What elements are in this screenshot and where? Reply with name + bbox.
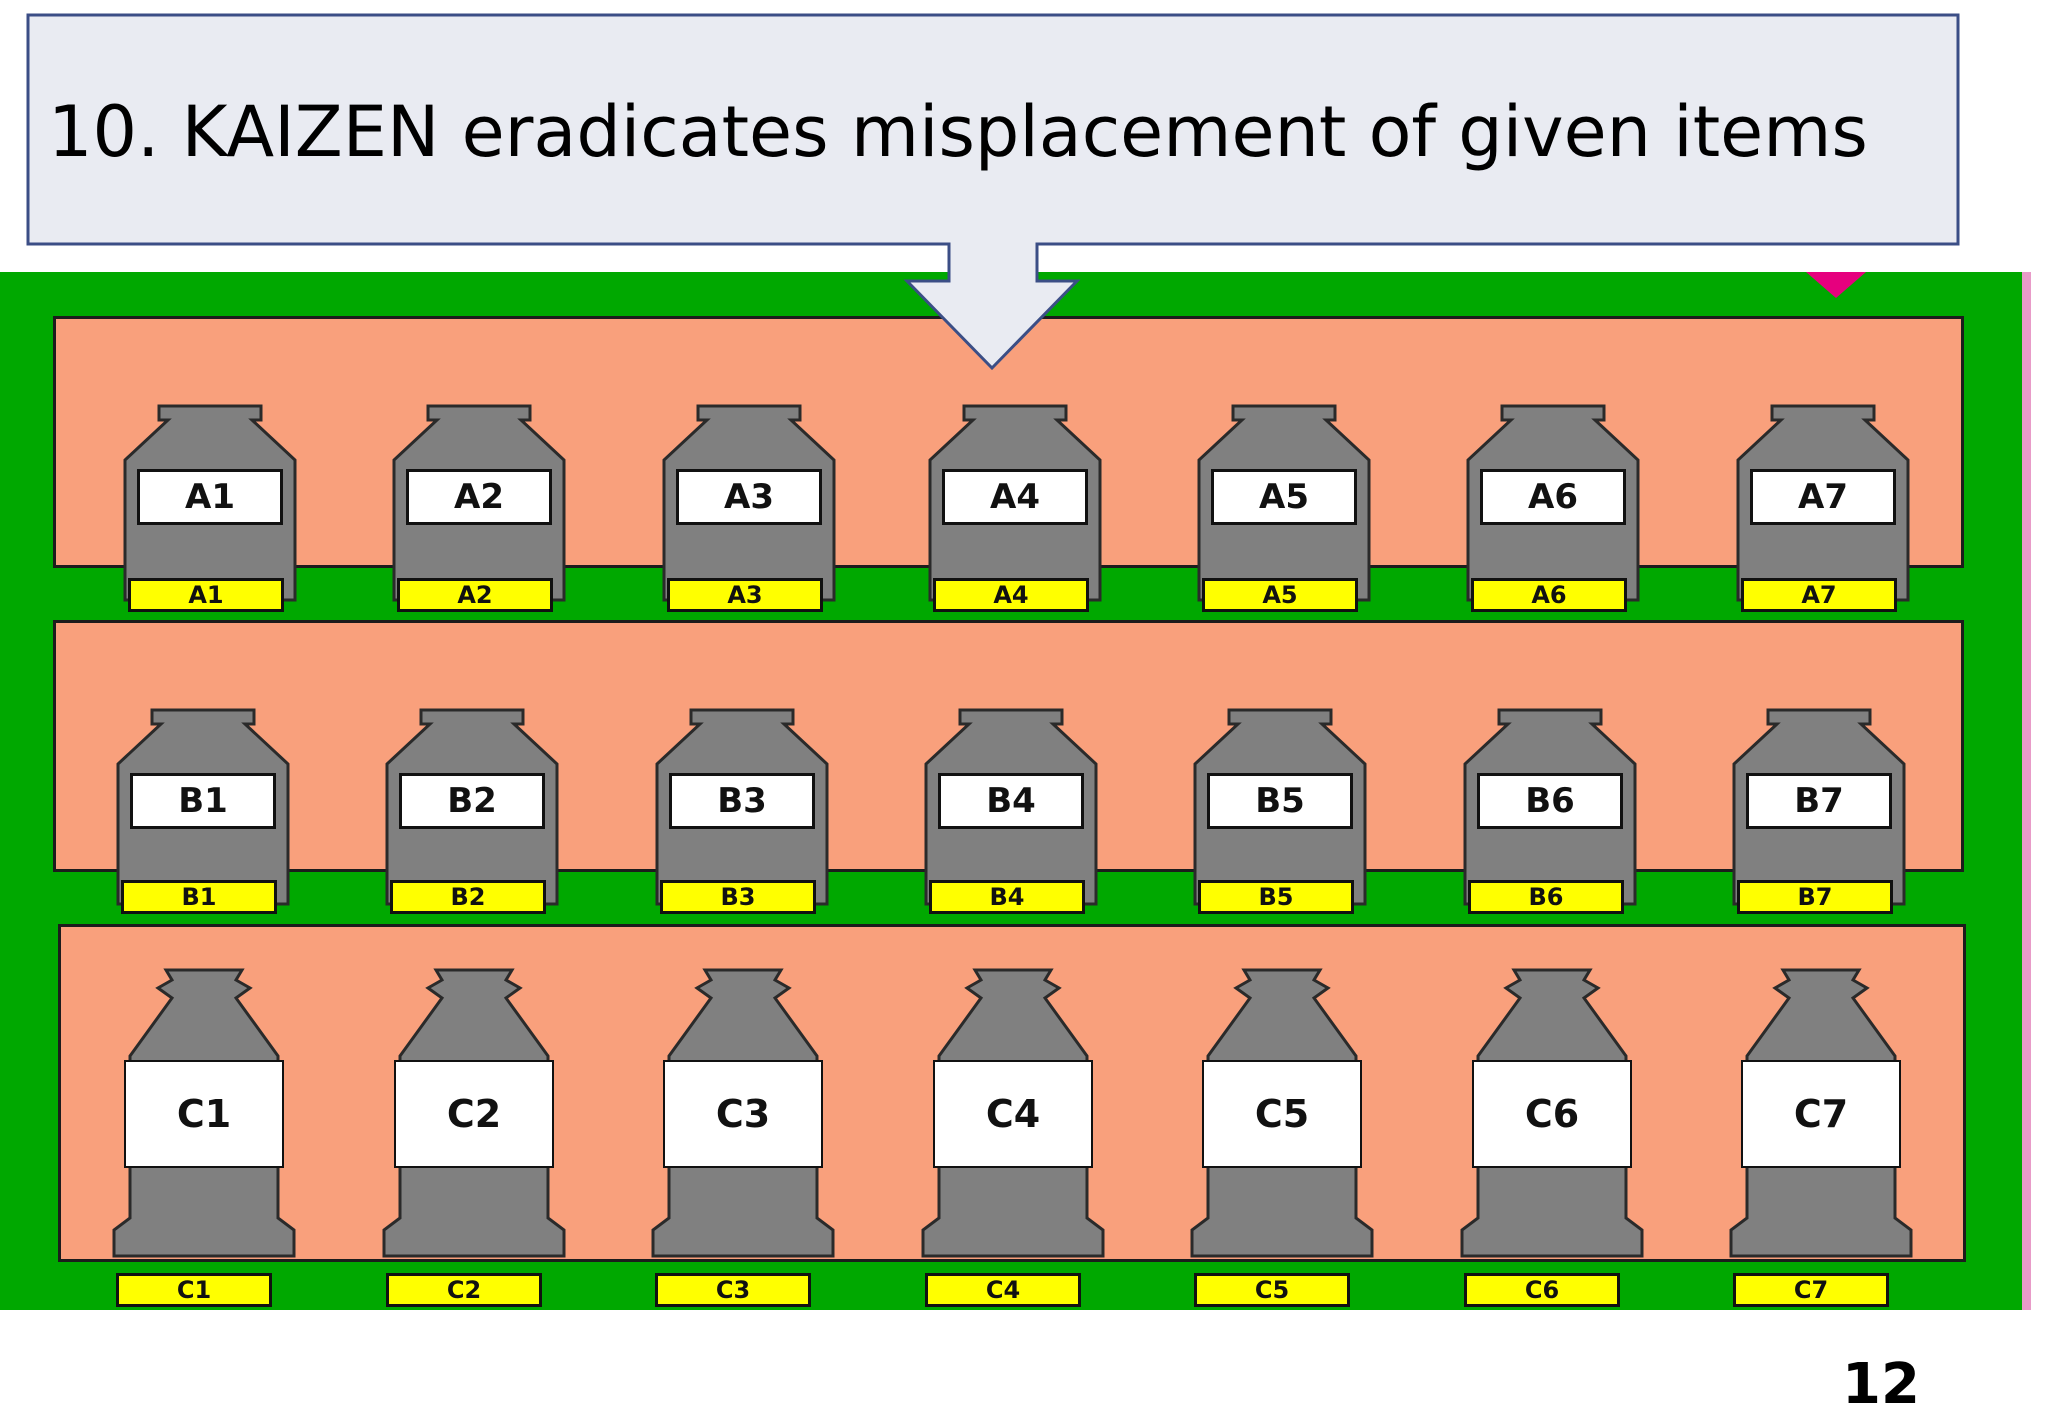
bottle-label: A1 [137,469,283,525]
bottle-c6: C6 [1454,968,1650,1268]
bottle-a7: A7 [1736,374,1910,634]
slot-label-b1: B1 [121,880,277,914]
bottle-label: C6 [1472,1060,1632,1168]
slot-label-a7: A7 [1741,578,1897,612]
slot-label-a2: A2 [397,578,553,612]
bottle-label: A4 [942,469,1088,525]
slot-label-b4: B4 [929,880,1085,914]
bottle-label: C3 [663,1060,823,1168]
slot-label-b6: B6 [1468,880,1624,914]
slot-label-c3: C3 [655,1273,811,1307]
bottle-b5: B5 [1193,678,1367,938]
bottle-a5: A5 [1197,374,1371,634]
bottle-label: B1 [130,773,276,829]
bottle-a2: A2 [392,374,566,634]
bottle-a6: A6 [1466,374,1640,634]
bottle-label: B5 [1207,773,1353,829]
slot-label-c7: C7 [1733,1273,1889,1307]
slot-label-c6: C6 [1464,1273,1620,1307]
bottle-c3: C3 [645,968,841,1268]
slot-label-a6: A6 [1471,578,1627,612]
slot-label-a4: A4 [933,578,1089,612]
bottle-label: A2 [406,469,552,525]
bottle-label: C7 [1741,1060,1901,1168]
bottle-label: A3 [676,469,822,525]
slot-label-b2: B2 [390,880,546,914]
bottle-b4: B4 [924,678,1098,938]
page-number: 12 [1842,1352,1920,1417]
bottle-b7: B7 [1732,678,1906,938]
bottle-a3: A3 [662,374,836,634]
bottle-label: C2 [394,1060,554,1168]
bottle-c7: C7 [1723,968,1919,1268]
slot-label-b3: B3 [660,880,816,914]
bottle-b1: B1 [116,678,290,938]
bottle-c1: C1 [106,968,302,1268]
slot-label-a3: A3 [667,578,823,612]
bottle-a1: A1 [123,374,297,634]
bottle-label: C4 [933,1060,1093,1168]
bottle-label: B3 [669,773,815,829]
slot-label-c1: C1 [116,1273,272,1307]
slot-label-b7: B7 [1737,880,1893,914]
bottle-label: B7 [1746,773,1892,829]
bottle-label: A6 [1480,469,1626,525]
bottle-label: A5 [1211,469,1357,525]
bottle-label: C1 [124,1060,284,1168]
bottle-b6: B6 [1463,678,1637,938]
slot-label-c4: C4 [925,1273,1081,1307]
bottle-label: B6 [1477,773,1623,829]
slot-label-a1: A1 [128,578,284,612]
bottle-c2: C2 [376,968,572,1268]
bottle-a4: A4 [928,374,1102,634]
bottle-c5: C5 [1184,968,1380,1268]
bottle-label: B4 [938,773,1084,829]
bottle-label: A7 [1750,469,1896,525]
slot-label-c5: C5 [1194,1273,1350,1307]
bottle-c4: C4 [915,968,1111,1268]
bottle-b2: B2 [385,678,559,938]
bottle-label: C5 [1202,1060,1362,1168]
slot-label-b5: B5 [1198,880,1354,914]
slot-label-a5: A5 [1202,578,1358,612]
pink-marker [1806,272,1866,298]
slot-label-c2: C2 [386,1273,542,1307]
bottle-b3: B3 [655,678,829,938]
slide-title: 10. KAIZEN eradicates misplacement of gi… [48,91,1868,173]
bottle-label: B2 [399,773,545,829]
